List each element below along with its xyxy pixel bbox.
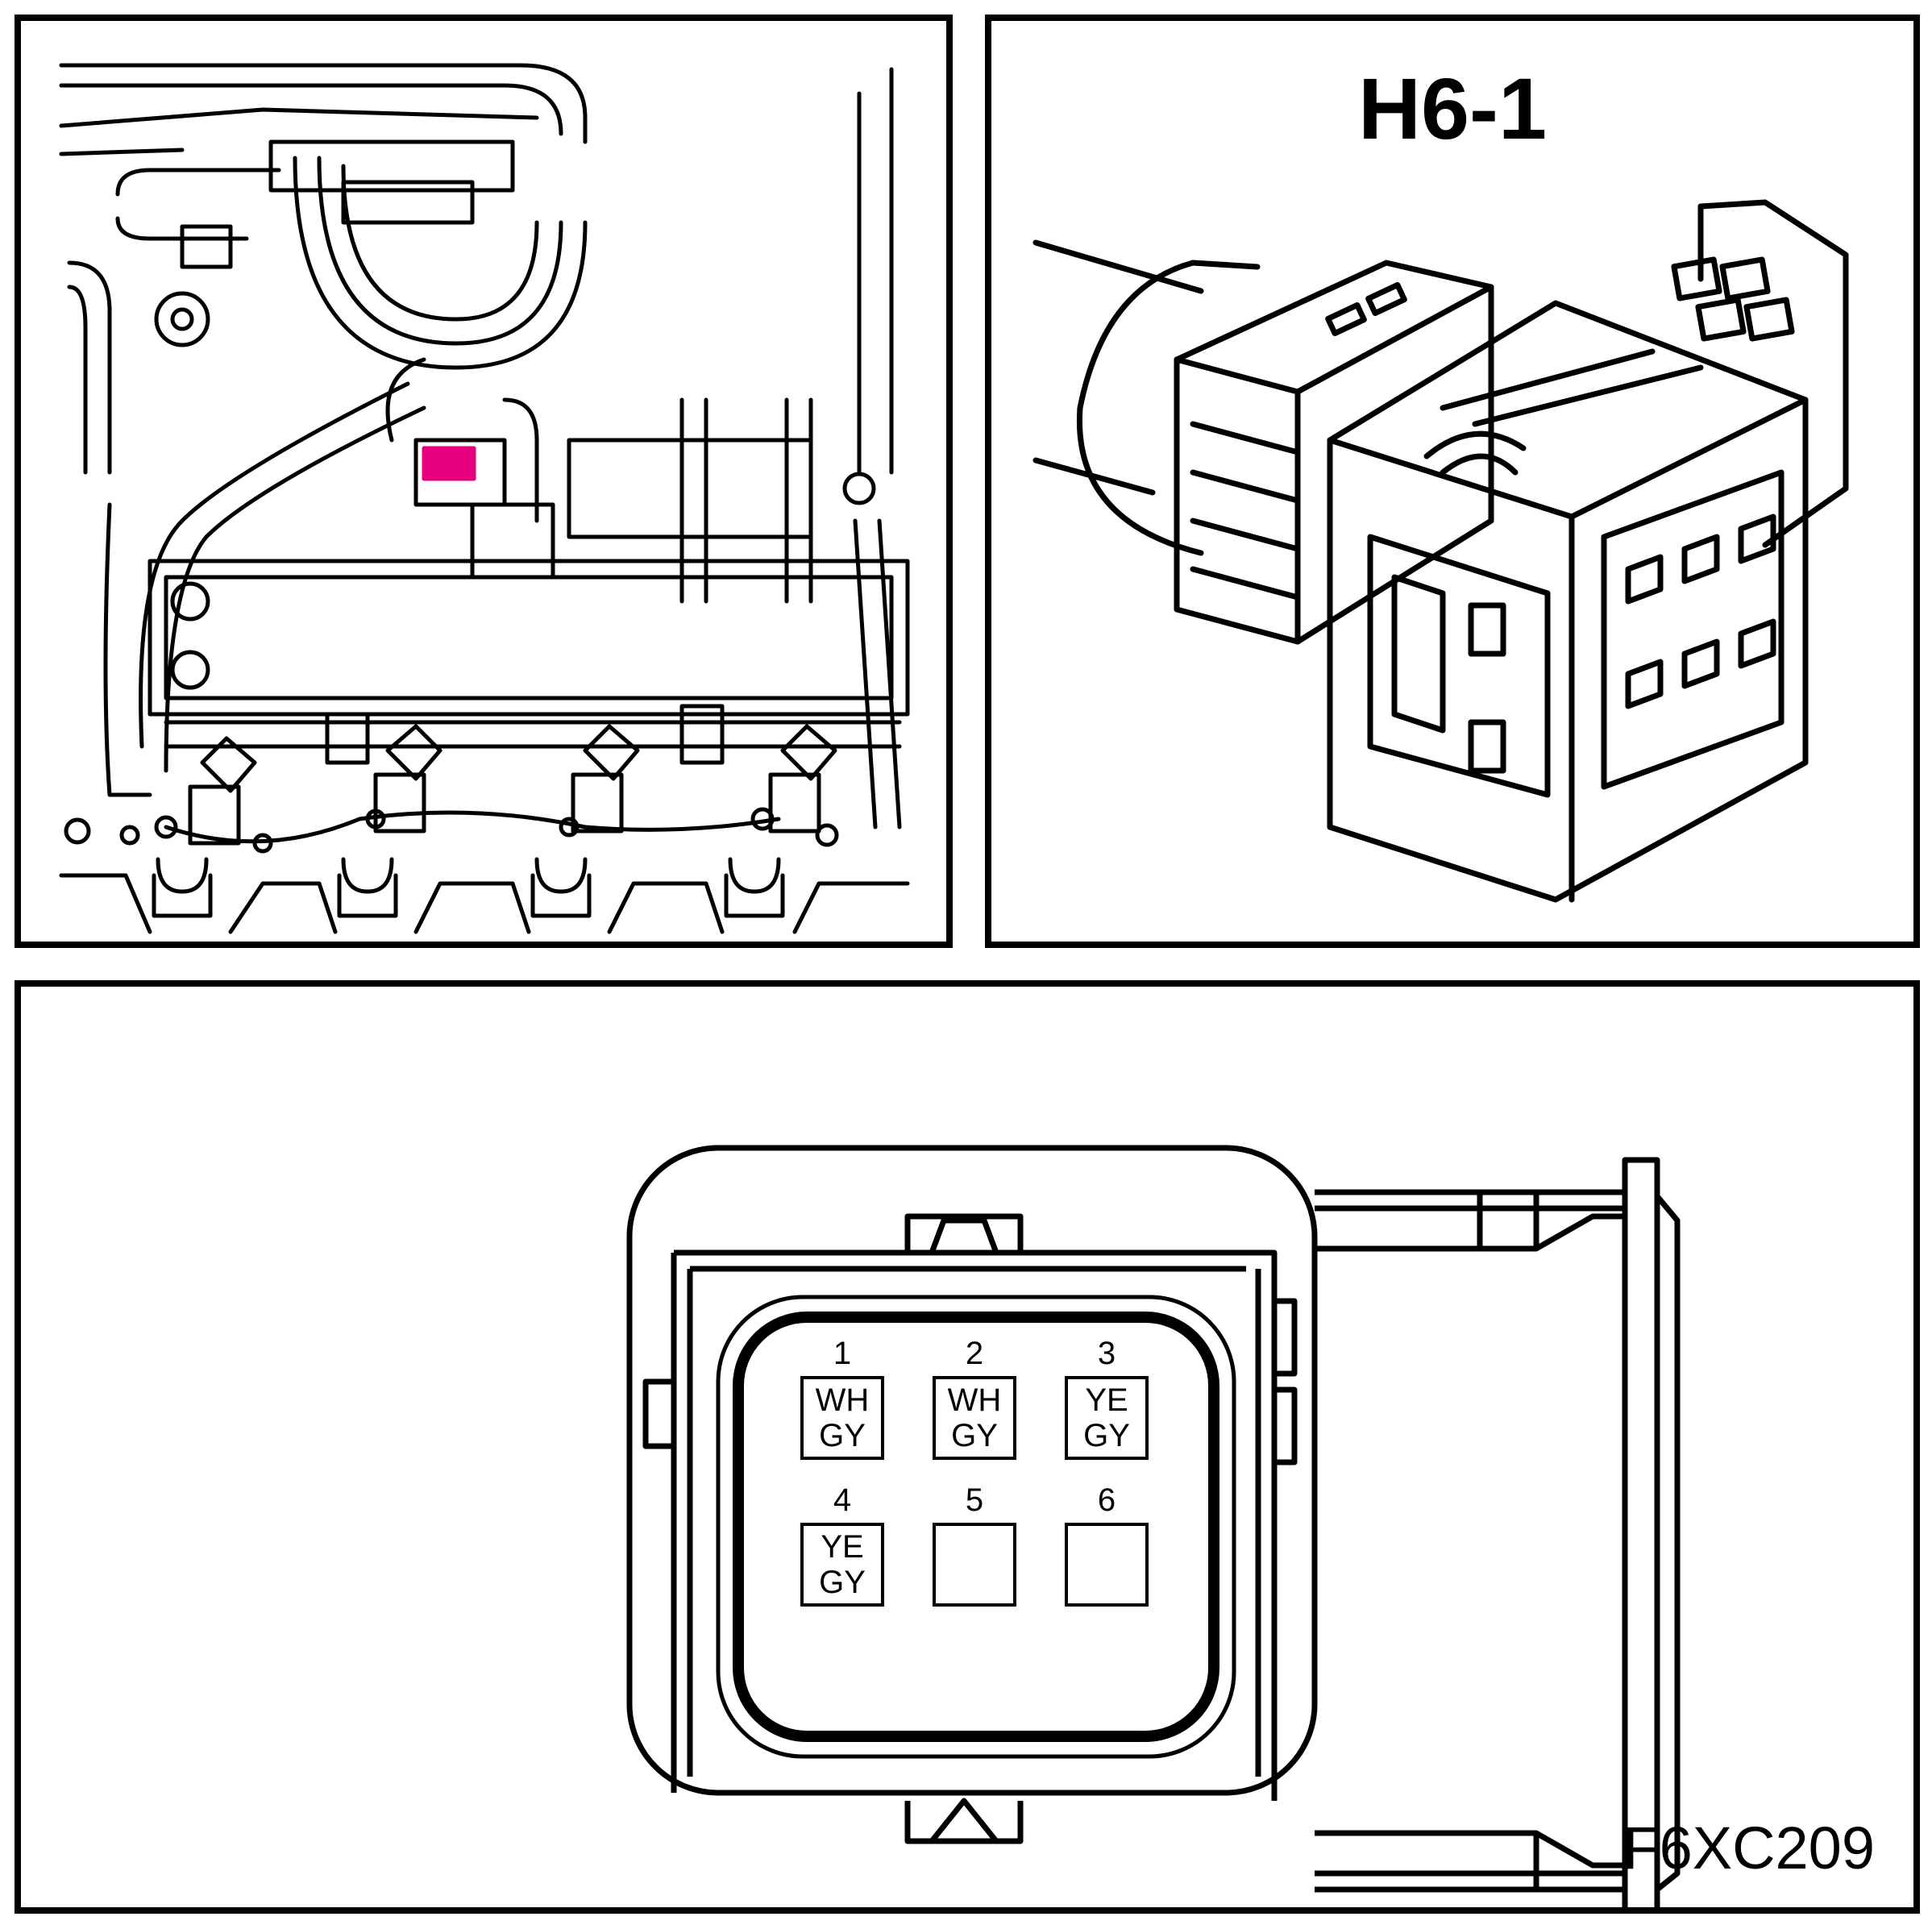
- connector-title: H6-1: [1357, 60, 1548, 157]
- pin-2-number: 2: [965, 1336, 984, 1371]
- connector-isometric-view: H6-1: [985, 15, 1920, 948]
- pin-3-number: 3: [1097, 1336, 1116, 1371]
- pin-6-number: 6: [1097, 1482, 1116, 1518]
- pin-3-cavity: YE GY: [1065, 1376, 1149, 1460]
- pin-3-color-top: YE: [1085, 1382, 1128, 1418]
- pin-1-cavity: WH GY: [800, 1376, 884, 1460]
- pin-4-cavity: YE GY: [800, 1523, 884, 1607]
- pin-2-color-bottom: GY: [951, 1418, 998, 1453]
- pin-4-number: 4: [833, 1482, 852, 1518]
- connector-location-highlight: [422, 446, 476, 481]
- connector-face-view: 1 WH GY 2 WH GY 3 YE GY 4 YE GY 5 6 F6XC…: [15, 980, 1920, 1914]
- pin-3-color-bottom: GY: [1083, 1418, 1130, 1453]
- pin-2-color-top: WH: [947, 1382, 1002, 1418]
- engine-line-drawing: [59, 63, 910, 934]
- pin-6-cavity: [1065, 1523, 1149, 1607]
- pin-4-color-top: YE: [821, 1529, 864, 1565]
- pin-1-color-bottom: GY: [819, 1418, 866, 1453]
- figure-code: F6XC209: [1622, 1815, 1875, 1881]
- pin-1-number: 1: [833, 1336, 852, 1371]
- pin-5-number: 5: [965, 1482, 984, 1518]
- pin-4-color-bottom: GY: [819, 1565, 866, 1600]
- engine-location-view: [15, 15, 953, 948]
- connector-face-drawing: [626, 1145, 1681, 1907]
- pin-5-cavity: [933, 1523, 1016, 1607]
- pin-2-cavity: WH GY: [933, 1376, 1016, 1460]
- connector-isometric-drawing: [1032, 199, 1849, 903]
- pin-1-color-top: WH: [815, 1382, 870, 1418]
